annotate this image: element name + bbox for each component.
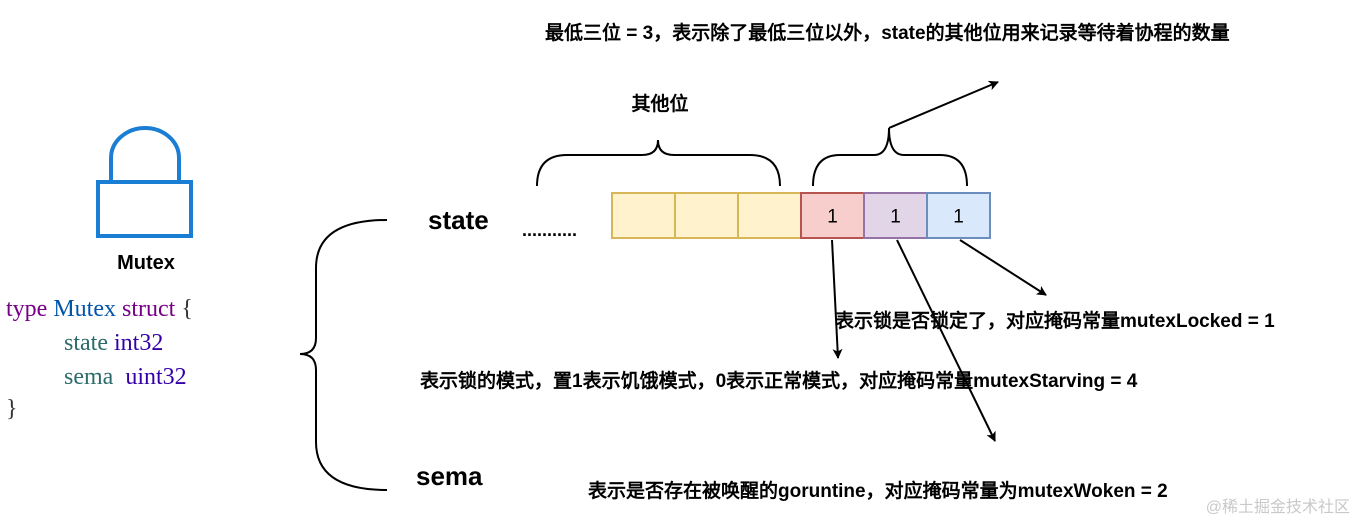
mutex-label: Mutex [117,252,175,274]
state-bit-cells: 1 1 1 [611,192,991,239]
bit-value: 1 [953,207,964,228]
code-line-2: state int32 [64,330,163,356]
bit-cell [737,192,802,239]
bit-cell [674,192,739,239]
code-line-3: sema uint32 [64,364,187,390]
low-bits-brace [812,127,968,187]
bit-value: 1 [827,207,838,228]
keyword-type: type [6,296,47,322]
brace-open: { [181,296,193,322]
field-state: state [64,330,108,356]
sema-label: sema [416,461,483,491]
state-ellipsis: ........... [522,220,577,240]
bit-cell [611,192,676,239]
code-line-1: type Mutex struct { [6,296,193,322]
code-line-4: } [6,396,18,422]
bit-cell [926,192,991,239]
low-bits-note: 最低三位 = 3，表示除了最低三位以外，state的其他位用来记录等待着协程的数… [545,21,1230,44]
woken-annotation: 表示是否存在被唤醒的goruntine，对应掩码常量为mutexWoken = … [588,479,1168,502]
locked-bit-arrow [959,239,1047,296]
lock-icon [96,126,193,238]
bit-cell [863,192,928,239]
field-type-int32: int32 [114,330,163,356]
struct-fields-brace [299,219,388,491]
other-bits-label: 其他位 [631,92,688,115]
type-name: Mutex [53,296,116,322]
watermark: @稀土掘金技术社区 [1206,498,1350,516]
bit-cell [800,192,865,239]
keyword-struct: struct [122,296,176,322]
low-bits-arrow [888,80,999,129]
starving-bit-arrow [831,239,843,359]
other-bits-brace [536,139,781,187]
starving-annotation: 表示锁的模式，置1表示饥饿模式，0表示正常模式，对应掩码常量mutexStarv… [420,369,1138,392]
field-type-uint32: uint32 [125,364,186,390]
brace-close: } [6,396,18,422]
state-label: state [428,205,489,235]
field-sema: sema [64,364,114,390]
locked-annotation: 表示锁是否锁定了，对应掩码常量mutexLocked = 1 [835,309,1275,332]
bit-value: 1 [890,207,901,228]
woken-bit-arrow [896,239,996,442]
